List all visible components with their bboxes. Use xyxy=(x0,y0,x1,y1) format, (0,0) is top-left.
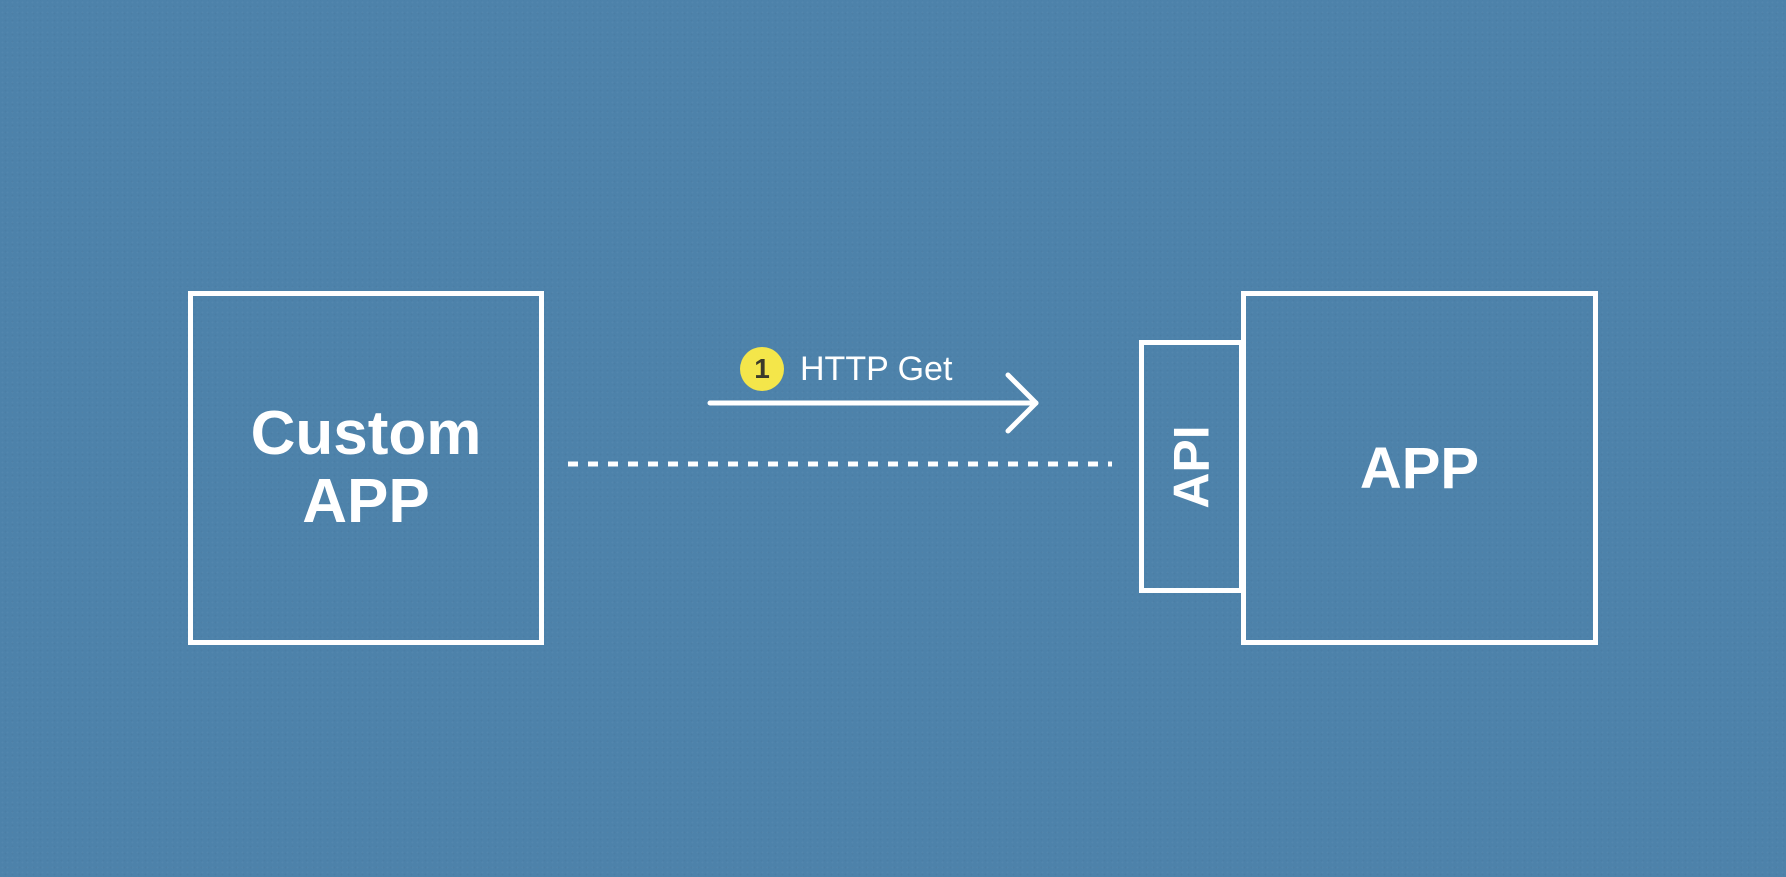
request-arrow-head xyxy=(1005,372,1039,434)
step-number-badge: 1 xyxy=(740,347,784,391)
http-get-label: HTTP Get xyxy=(800,349,953,388)
api-label: API xyxy=(1163,424,1220,509)
app-box: APP xyxy=(1241,291,1598,645)
custom-app-label-line2: APP xyxy=(302,467,430,536)
custom-app-box: Custom APP xyxy=(188,291,544,645)
api-box: API xyxy=(1139,340,1244,593)
app-label: APP xyxy=(1359,435,1480,501)
request-label: 1 HTTP Get xyxy=(740,347,953,391)
custom-app-label-line1: Custom xyxy=(250,398,482,468)
